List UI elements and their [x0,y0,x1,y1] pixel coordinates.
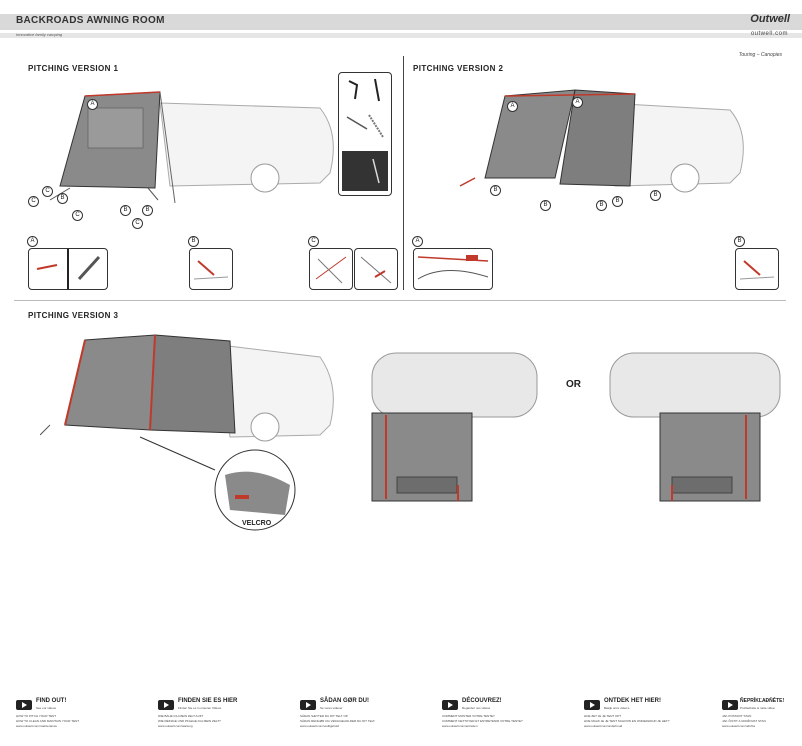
or-label: OR [566,379,581,390]
detail-c1-v1 [309,248,353,290]
marker-b: B [57,193,68,204]
footer-line: COMMENT MONTER VOTRE TENTE? [442,714,495,718]
marker-a: A [412,236,423,247]
marker-a: A [87,99,98,110]
footer-line: JAK ČISTIT A UDRŽOVAT STAN [722,719,766,723]
brand-logo: Outwell [750,13,790,25]
marker-b: B [188,236,199,247]
footer-line: SÅDAN SÆTTER DU DIT TELT OP [300,714,348,718]
video-play-icon [442,700,458,710]
marker-b: B [120,205,131,216]
footer-heading: FIND OUT! [36,698,67,704]
v2-illustration [459,89,744,193]
marker-a: A [572,97,583,108]
footer-heading: DÉCOUVREZ! [462,698,502,704]
footer-heading: ONTDEK HET HIER! [604,698,661,704]
detail-a-v2 [413,248,493,290]
footer-line: JAK POSTAVIT STAN [722,714,752,718]
top-view-right [609,352,781,502]
marker-a: A [27,236,38,247]
accessories-box [338,72,392,196]
footer-sub: Finden Sie es in unseren Videos [178,706,222,710]
marker-c: C [72,210,83,221]
marker-b: B [490,185,501,196]
footer-line: HOW TO PITCH YOUR TENT [16,714,57,718]
top-view-left [371,352,538,502]
video-play-icon [584,700,600,710]
v1-illustration [49,91,334,204]
tagline: Innovative family camping [16,32,63,37]
footer-link[interactable]: www.outwell.com/udrzba [722,724,756,728]
footer-line: HOE ZET JE JE TENT OP? [584,714,622,718]
marker-c: C [308,236,319,247]
marker-b: B [734,236,745,247]
video-play-icon [158,700,174,710]
category-label: Touring – Canopies [738,52,782,58]
section-title-v1: PITCHING VERSION 1 [28,64,119,73]
footer-line: SÅDAN RENGØR OG VEDLIGEHOLDER DU DIT TEL… [300,719,375,723]
video-play-icon [16,700,32,710]
vertical-divider [403,56,404,290]
marker-b: B [596,200,607,211]
header-bar [0,14,802,30]
footer-block-dk: SÅDAN GØR DU! Se vores videoer SÅDAN SÆT… [300,698,420,738]
footer-heading: FINDEN SIE ES HIER [178,698,238,704]
section-title-v2: PITCHING VERSION 2 [413,64,504,73]
marker-c: C [42,186,53,197]
subheader-bar [0,33,802,38]
document-title: BACKROADS AWNING ROOM [16,15,165,26]
footer-link[interactable]: www.outwell.com/vedligehold [300,724,340,728]
marker-a: A [507,101,518,112]
marker-b: B [650,190,661,201]
v3-illustration [40,334,334,531]
detail-a-v1 [28,248,108,290]
footer-link[interactable]: www.outwell.com/entretien [442,724,478,728]
marker-c: C [132,218,143,229]
marker-b: B [540,200,551,211]
marker-b: B [612,196,623,207]
footer-line: WIE REINIGE UND PFLEGE ICH MEIN ZELT? [158,719,221,723]
video-play-icon [722,700,738,710]
horizontal-divider [14,300,786,301]
footer-line: WIE BAUE ICH MEIN ZELT AUF? [158,714,204,718]
footer-block-cz: ÑEPRĪKĽAĐŇĚTE! Prohlédněte si naše videa… [722,698,798,738]
marker-c: C [28,196,39,207]
detail-b-v2 [735,248,779,290]
pegs-icon [342,78,388,191]
footer-sub: See our videos [36,706,57,710]
footer-heading: ÑEPRĪKĽAĐŇĚTE! [740,698,785,704]
detail-b-v1 [189,248,233,290]
website-url: outwell.com [750,31,788,37]
footer-heading: SÅDAN GØR DU! [320,698,369,704]
footer-sub: Se vores videoer [320,706,343,710]
marker-b: B [142,205,153,216]
footer-block-de: FINDEN SIE ES HIER Finden Sie es in unse… [158,698,278,738]
video-play-icon [300,700,316,710]
footer-sub: Bekijk onze video's [604,706,630,710]
footer-link[interactable]: www.outwell.com/maintenance [16,724,58,728]
footer-link[interactable]: www.outwell.com/wartung [158,724,193,728]
footer-line: COMMENT NETTOYER ET ENTRETENIR VOTRE TEN… [442,719,523,723]
velcro-label: VELCRO [242,520,272,527]
detail-c2-v1 [354,248,398,290]
footer-block-en: FIND OUT! See our videos HOW TO PITCH YO… [16,698,136,738]
footer-block-fr: DÉCOUVREZ! Regardez nos vidéos COMMENT M… [442,698,562,738]
section-title-v3: PITCHING VERSION 3 [28,311,119,320]
footer-sub: Prohlédněte si naše videa [740,706,775,710]
footer-line: HOE MAAK JE JE TENT SCHOON EN ONDERHOUD … [584,719,670,723]
footer-link[interactable]: www.outwell.com/onderhoud [584,724,623,728]
footer-line: HOW TO CLEAN AND MAINTAIN YOUR TENT [16,719,80,723]
footer-sub: Regardez nos vidéos [462,706,491,710]
footer-block-nl: ONTDEK HET HIER! Bekijk onze video's HOE… [584,698,704,738]
